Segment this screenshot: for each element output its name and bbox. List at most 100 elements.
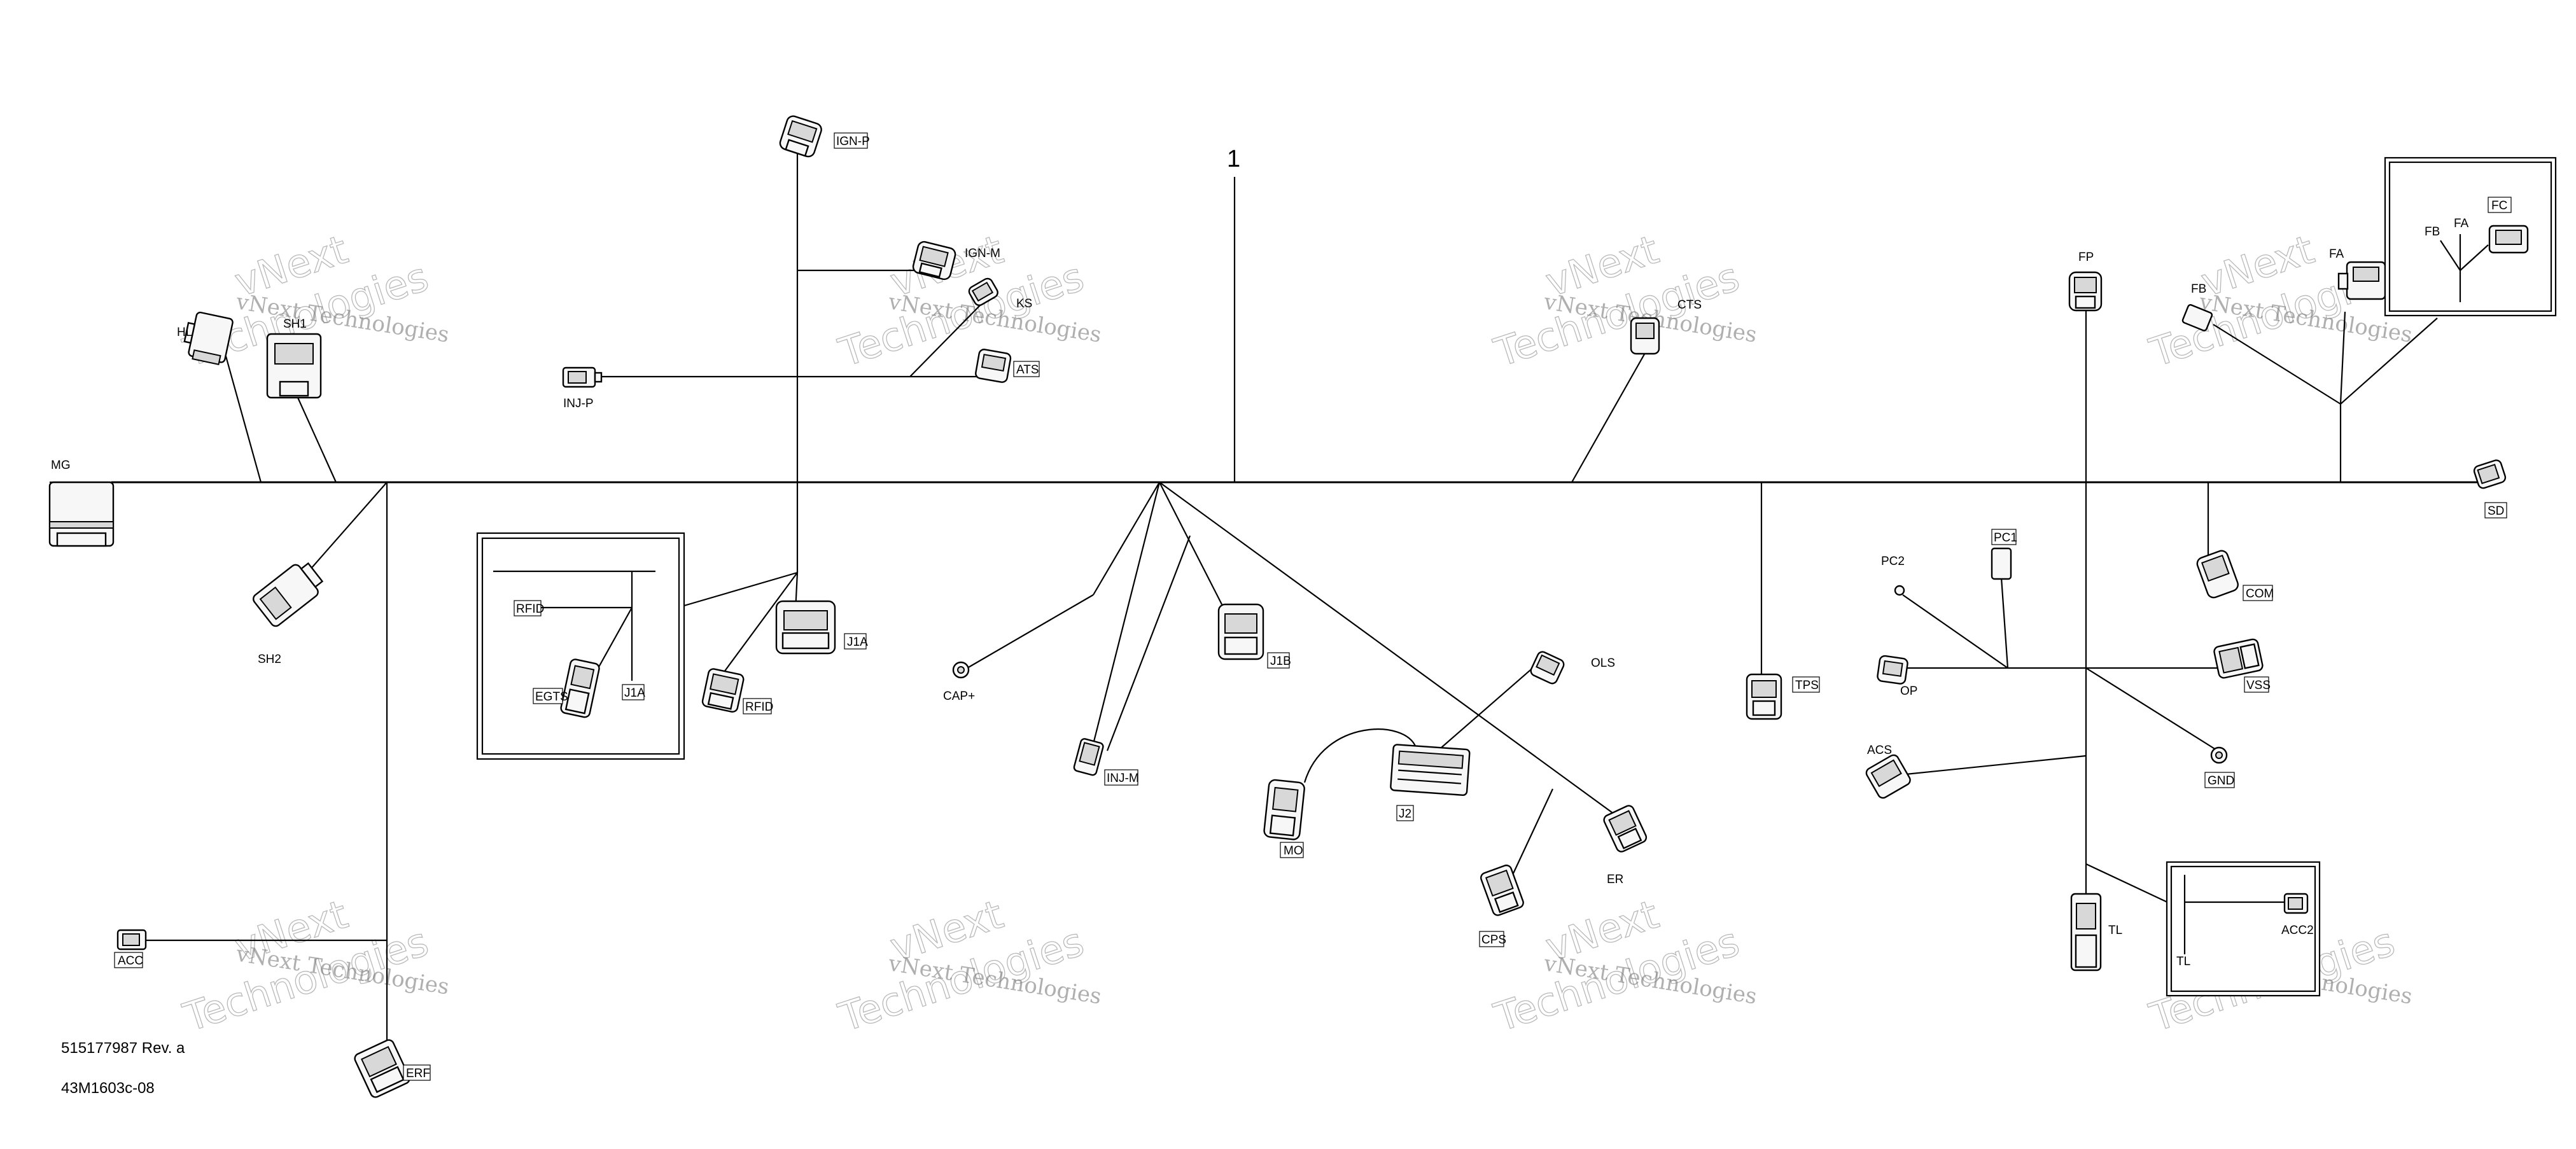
label-j2: J2	[1399, 807, 1411, 821]
label-sh1: SH1	[283, 317, 307, 331]
label-pc2: PC2	[1881, 555, 1905, 568]
label-cps: CPS	[1481, 933, 1506, 947]
watermark: vNext Technologies	[833, 226, 1090, 377]
connector-ks	[968, 277, 998, 306]
connector-vss	[2213, 638, 2264, 679]
connector-inj-p	[562, 366, 603, 388]
wire-fc	[2340, 317, 2438, 405]
connector-cap	[952, 661, 970, 679]
connector-acc	[116, 929, 147, 951]
connector-sh2	[253, 562, 324, 627]
inset-label-acc2: ACC2	[2281, 924, 2314, 937]
label-erf: ERF	[406, 1067, 430, 1080]
label-tps: TPS	[1795, 679, 1819, 692]
label-inj-p: INJ-P	[563, 397, 594, 410]
connector-egts	[560, 658, 600, 718]
connector-j1b	[1217, 603, 1264, 660]
connector-erf	[354, 1039, 410, 1098]
label-cts: CTS	[1677, 298, 1702, 312]
inset-tl-acc2: ACC2 TL	[2166, 861, 2321, 997]
wire-hl	[225, 356, 262, 483]
connector-ign-p	[779, 115, 822, 158]
label-tl: TL	[2108, 924, 2122, 937]
label-cap: CAP+	[943, 690, 975, 703]
watermark: vNext Technologies	[833, 891, 1090, 1041]
inset-label-fa: FA	[2454, 217, 2469, 230]
label-j1b: J1B	[1270, 655, 1291, 668]
wire-mo	[1303, 728, 1417, 783]
inset-label-fb: FB	[2425, 225, 2440, 239]
wire-er	[1159, 482, 1617, 816]
label-hl: HL	[177, 326, 192, 339]
connector-j1a	[775, 600, 836, 655]
label-fp: FP	[2078, 251, 2094, 264]
inset-rfid-egts: RFID EGTS J1A	[476, 532, 685, 760]
connector-fa	[2337, 261, 2386, 300]
wire-sh2	[298, 482, 388, 583]
connector-er	[1603, 805, 1648, 853]
connector-sh1	[266, 333, 322, 399]
wire-pc1	[2000, 577, 2009, 669]
wire-cts	[1571, 352, 1646, 483]
label-j1a: J1A	[847, 636, 868, 649]
connector-acs	[1865, 754, 1911, 799]
inset-fuse: FB FA FC	[2384, 157, 2557, 317]
wire-ols	[1441, 661, 1541, 748]
connector-gnd	[2210, 746, 2228, 764]
connector-cps	[1480, 864, 1524, 916]
wire-pc2	[1902, 594, 2008, 669]
label-acs: ACS	[1867, 744, 1892, 757]
inset-label-egts: EGTS	[535, 690, 568, 704]
connector-hl	[183, 311, 234, 365]
connector-sd	[2473, 459, 2507, 489]
connector-j2	[1390, 744, 1471, 796]
label-ols: OLS	[1591, 657, 1615, 670]
connectors: MG HL SH1 SH2 ACC	[48, 115, 2507, 1098]
connector-ign-m	[912, 240, 956, 281]
label-ign-p: IGN-P	[836, 135, 870, 148]
label-vss: VSS	[2246, 679, 2271, 692]
wire-j1b	[1159, 482, 1222, 605]
label-ign-m: IGN-M	[965, 247, 1000, 260]
label-acc: ACC	[118, 954, 143, 968]
connector-mg	[48, 481, 115, 547]
label-inj-m: INJ-M	[1107, 772, 1139, 785]
connector-inj-m	[1073, 738, 1104, 776]
wire-inj-m-a	[1089, 482, 1161, 755]
label-er: ER	[1607, 873, 1623, 886]
wire-gnd	[2085, 667, 2218, 751]
part-number: 515177987 Rev. a	[61, 1040, 185, 1057]
label-op: OP	[1900, 685, 1917, 698]
connector-op	[1877, 655, 1908, 685]
connector-mo	[1263, 779, 1305, 840]
label-ks: KS	[1016, 297, 1032, 310]
label-com: COM	[2246, 587, 2274, 601]
wire-ks	[909, 305, 981, 377]
connector-ats	[975, 349, 1012, 383]
connector-fb	[2181, 304, 2213, 331]
label-pc1: PC1	[1994, 531, 2017, 545]
wire-rfid	[722, 572, 798, 675]
connector-tl	[2070, 893, 2102, 971]
label-mg: MG	[51, 459, 71, 472]
connector-ols	[1530, 651, 1565, 685]
label-rfid: RFID	[745, 700, 773, 714]
connector-pc2	[1894, 585, 1905, 596]
connector-com	[2196, 550, 2239, 599]
connector-fc	[2488, 225, 2529, 254]
inset-label-rfid: RFID	[516, 602, 544, 616]
inset-label-j1a: J1A	[624, 686, 645, 700]
connector-rfid	[701, 668, 745, 713]
wire-inset	[683, 571, 798, 607]
harness-wires	[111, 146, 2485, 1043]
label-ats: ATS	[1016, 363, 1039, 377]
connector-cts	[1630, 317, 1660, 355]
wire-cap2	[967, 594, 1094, 669]
label-sd: SD	[2488, 505, 2504, 518]
wire-fb	[2213, 324, 2341, 405]
wire-tl-inset	[2085, 863, 2171, 904]
callout-number: 1	[1227, 146, 1240, 172]
label-fb: FB	[2191, 282, 2206, 296]
connector-fp	[2068, 271, 2103, 312]
